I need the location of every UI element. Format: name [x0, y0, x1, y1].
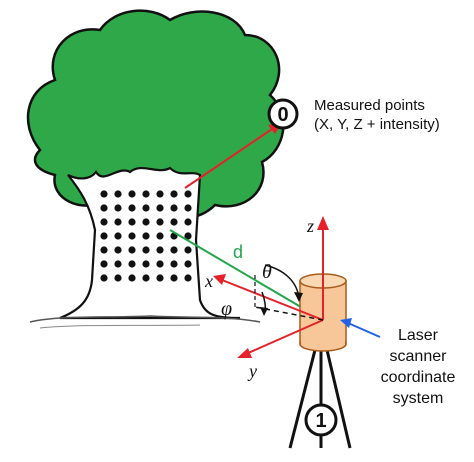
measured-point	[184, 274, 192, 282]
axis-x-label: x	[204, 271, 213, 291]
measured-points-subtitle: (X, Y, Z + intensity)	[314, 116, 440, 133]
marker-scanner: 1	[304, 403, 338, 437]
scanner-label-line2: scanner	[390, 348, 448, 365]
measured-point	[114, 232, 122, 240]
measured-point	[170, 190, 178, 198]
measured-point-grid	[100, 190, 192, 282]
measured-point	[142, 274, 150, 282]
marker-measured-label: 0	[277, 104, 288, 126]
measured-point	[114, 218, 122, 226]
axis-x	[213, 274, 324, 321]
measured-point	[100, 190, 108, 198]
scanner-label-line3: coordinate	[381, 369, 456, 386]
axis-z-label: z	[306, 216, 314, 236]
axis-z	[317, 216, 329, 320]
measured-point	[128, 218, 136, 226]
measured-point	[128, 274, 136, 282]
measured-point	[142, 204, 150, 212]
measured-point	[156, 274, 164, 282]
axis-y	[237, 319, 324, 358]
measured-point	[114, 260, 122, 268]
measured-point	[128, 260, 136, 268]
measured-point	[100, 218, 108, 226]
scanner-label-line4: system	[393, 390, 444, 407]
measured-point	[170, 260, 178, 268]
measured-point	[184, 218, 192, 226]
measured-point	[100, 246, 108, 254]
measured-point	[156, 190, 164, 198]
measured-point	[128, 232, 136, 240]
measured-point	[100, 274, 108, 282]
measured-point	[142, 190, 150, 198]
measured-point	[170, 204, 178, 212]
measured-point	[170, 246, 178, 254]
phi-label: φ	[221, 298, 232, 320]
measured-point	[128, 204, 136, 212]
measured-point	[142, 260, 150, 268]
measured-point	[156, 232, 164, 240]
measured-point	[156, 260, 164, 268]
distance-label: d	[233, 242, 243, 262]
measured-points-title: Measured points	[314, 97, 425, 114]
marker-measured: 0	[267, 98, 299, 130]
measured-point	[184, 204, 192, 212]
measured-point	[156, 218, 164, 226]
measured-point	[114, 274, 122, 282]
measured-point	[128, 190, 136, 198]
measured-point	[184, 260, 192, 268]
distance-line	[169, 229, 324, 321]
angle-guides	[254, 264, 324, 321]
measured-point	[184, 246, 192, 254]
theta-label: θ	[262, 261, 272, 283]
measured-point	[184, 190, 192, 198]
measured-point	[142, 246, 150, 254]
measured-point	[142, 218, 150, 226]
measured-point	[114, 204, 122, 212]
measured-point	[184, 232, 192, 240]
axis-y-label: y	[247, 361, 257, 381]
measured-point	[100, 232, 108, 240]
measured-point	[156, 246, 164, 254]
measured-point	[114, 190, 122, 198]
measured-point	[128, 246, 136, 254]
marker-scanner-label: 1	[315, 410, 326, 432]
measured-point	[170, 274, 178, 282]
measured-point	[170, 218, 178, 226]
measured-point	[100, 260, 108, 268]
measured-point	[100, 204, 108, 212]
measured-point	[114, 246, 122, 254]
measured-point	[156, 204, 164, 212]
measured-point	[142, 232, 150, 240]
scanner-label-line1: Laser	[398, 327, 439, 344]
scanner-pointer-arrow	[340, 318, 381, 338]
